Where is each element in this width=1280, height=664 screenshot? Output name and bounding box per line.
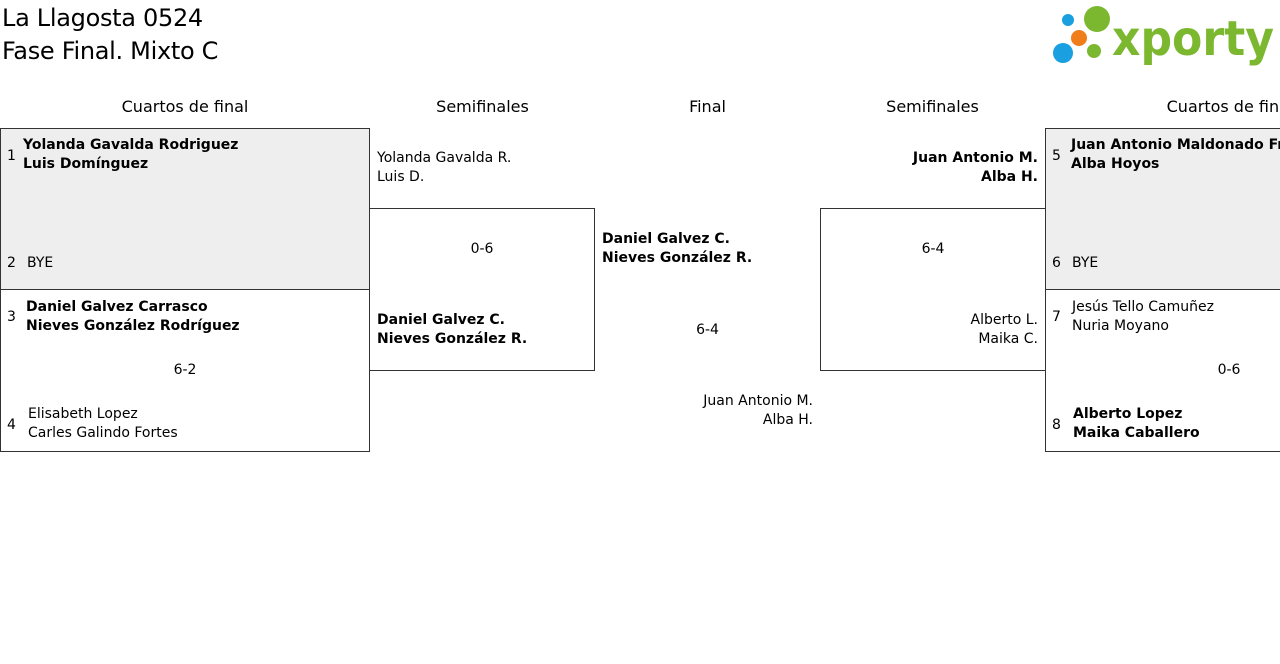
- seed-number: 5: [1052, 148, 1061, 164]
- logo-dot-blue-small: [1062, 14, 1074, 26]
- heading-left-quarters: Cuartos de final: [121, 97, 249, 116]
- logo-dot-orange: [1071, 30, 1087, 46]
- player-name: Yolanda Gavalda R.: [377, 150, 512, 166]
- left-quarter-match-1: [0, 128, 370, 290]
- player-name: Carles Galindo Fortes: [28, 425, 178, 441]
- player-name: Nuria Moyano: [1072, 318, 1169, 334]
- final-score: 6-4: [696, 322, 719, 338]
- seed-number: 1: [7, 148, 16, 164]
- seed-number: 7: [1052, 309, 1061, 325]
- player-name: Elisabeth Lopez: [28, 406, 138, 422]
- player-name: Alba H.: [980, 169, 1038, 185]
- match-score: 6-2: [173, 362, 197, 378]
- logo-wordmark: xporty: [1112, 11, 1274, 66]
- page-title: La Llagosta 0524: [2, 4, 203, 32]
- player-name: Juan Antonio Maldonado Fr: [1071, 137, 1280, 153]
- player-name: Daniel Galvez C.: [602, 231, 730, 247]
- left-quarter-match-2: [0, 289, 370, 452]
- seed-number: 4: [7, 417, 16, 433]
- heading-right-semis: Semifinales: [886, 97, 979, 116]
- player-name: Nieves González R.: [602, 250, 753, 266]
- seed-number: 2: [7, 255, 16, 271]
- logo-dot-green-small: [1087, 44, 1101, 58]
- seed-number: 6: [1052, 255, 1061, 271]
- player-name: Maika C.: [978, 331, 1038, 347]
- right-semi-match: [820, 208, 1046, 371]
- logo-dot-blue-large: [1053, 43, 1073, 63]
- heading-final: Final: [689, 97, 726, 116]
- seed-number: 8: [1052, 417, 1061, 433]
- match-score: 6-4: [921, 241, 945, 257]
- player-name: Yolanda Gavalda Rodriguez: [23, 137, 239, 153]
- player-name: Jesús Tello Camuñez: [1072, 299, 1214, 315]
- right-quarter-match-2: [1045, 289, 1280, 452]
- bye-label: BYE: [27, 255, 54, 271]
- player-name: Maika Caballero: [1073, 425, 1200, 441]
- logo-dot-green-large: [1084, 6, 1110, 32]
- left-semi-match: [369, 208, 595, 371]
- player-name: Alba Hoyos: [1071, 156, 1160, 172]
- player-name: Luis Domínguez: [23, 156, 149, 172]
- xporty-logo: xporty: [1053, 6, 1274, 66]
- heading-left-semis: Semifinales: [436, 97, 529, 116]
- player-name: Juan Antonio M.: [703, 393, 813, 409]
- bye-label: BYE: [1072, 255, 1099, 271]
- player-name: Nieves González Rodríguez: [26, 318, 240, 334]
- seed-number: 3: [7, 309, 16, 325]
- page-subtitle: Fase Final. Mixto C: [2, 37, 219, 65]
- player-name: Alberto L.: [970, 312, 1038, 328]
- player-name: Daniel Galvez C.: [377, 312, 505, 328]
- match-score: 0-6: [470, 241, 494, 257]
- player-name: Alberto Lopez: [1073, 406, 1183, 422]
- player-name: Alba H.: [762, 412, 813, 428]
- match-score: 0-6: [1217, 362, 1241, 378]
- player-name: Luis D.: [377, 169, 425, 185]
- player-name: Juan Antonio M.: [912, 150, 1038, 166]
- right-quarter-match-1: [1045, 128, 1280, 290]
- player-name: Daniel Galvez Carrasco: [26, 299, 208, 315]
- heading-right-quarters: Cuartos de final: [1166, 97, 1280, 116]
- player-name: Nieves González R.: [377, 331, 528, 347]
